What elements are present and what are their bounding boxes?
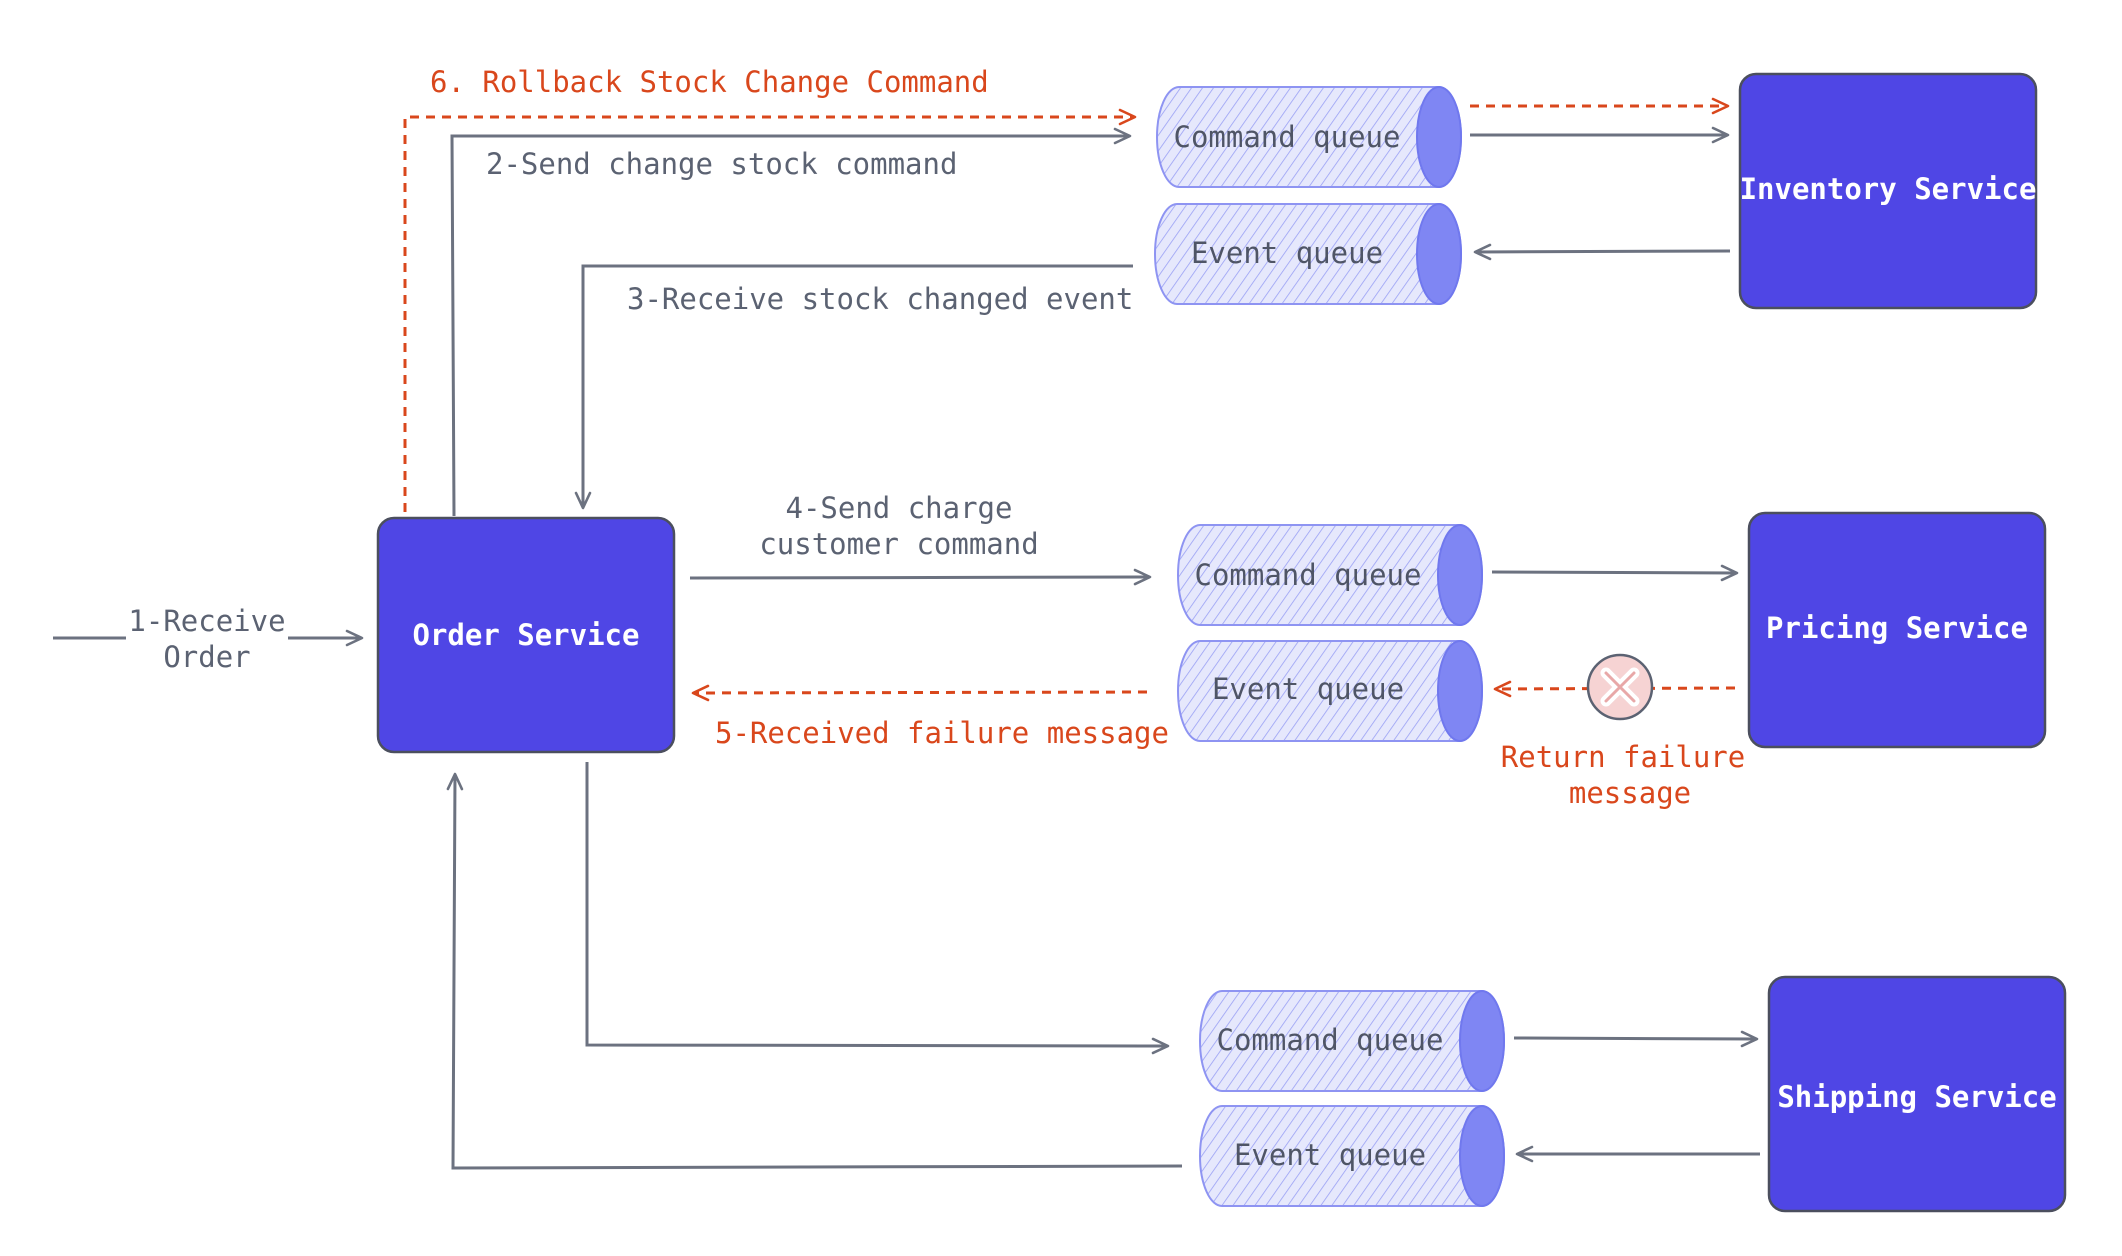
queue-label: Event queue [1212, 672, 1404, 706]
queue-label: Command queue [1195, 558, 1422, 592]
step-5-label: 5-Received failure message [715, 716, 1169, 750]
inventory-command-queue: Command queue [1156, 86, 1462, 188]
step-4-label-line2: customer command [759, 527, 1038, 561]
x-circle-icon [1586, 653, 1654, 721]
order-service-box: Order Service [376, 516, 676, 754]
queue-label: Command queue [1217, 1023, 1444, 1057]
step-1-label-line1: 1-Receive [128, 604, 285, 638]
inventory-service-label: Inventory Service [1740, 172, 2037, 206]
inventory-service-box: Inventory Service [1738, 72, 2038, 310]
shipping-command-queue: Command queue [1199, 990, 1505, 1092]
queue-label: Event queue [1191, 236, 1383, 270]
pricing-service-label: Pricing Service [1766, 611, 2028, 645]
pricing-event-queue: Event queue [1177, 640, 1483, 742]
shipping-service-label: Shipping Service [1777, 1080, 2056, 1114]
return-failure-label-line2: message [1569, 776, 1691, 810]
shipping-service-box: Shipping Service [1767, 975, 2067, 1213]
return-failure-label-line1: Return failure [1501, 740, 1745, 774]
queue-label: Event queue [1234, 1138, 1426, 1172]
pricing-command-queue: Command queue [1177, 524, 1483, 626]
step-2-label: 2-Send change stock command [486, 147, 957, 181]
step-3-label: 3-Receive stock changed event [627, 282, 1133, 316]
order-service-label: Order Service [413, 618, 640, 652]
shipping-event-queue: Event queue [1199, 1105, 1505, 1207]
step-6-label: 6. Rollback Stock Change Command [430, 65, 989, 99]
step-4-label-line1: 4-Send charge [786, 491, 1013, 525]
flow-arrows [53, 126, 1760, 1170]
pricing-service-box: Pricing Service [1747, 511, 2047, 749]
flow-labels: 1-Receive Order 6. Rollback Stock Change… [128, 65, 1745, 810]
queue-label: Command queue [1174, 120, 1401, 154]
step-1-label-line2: Order [163, 640, 250, 674]
inventory-event-queue: Event queue [1154, 203, 1462, 305]
